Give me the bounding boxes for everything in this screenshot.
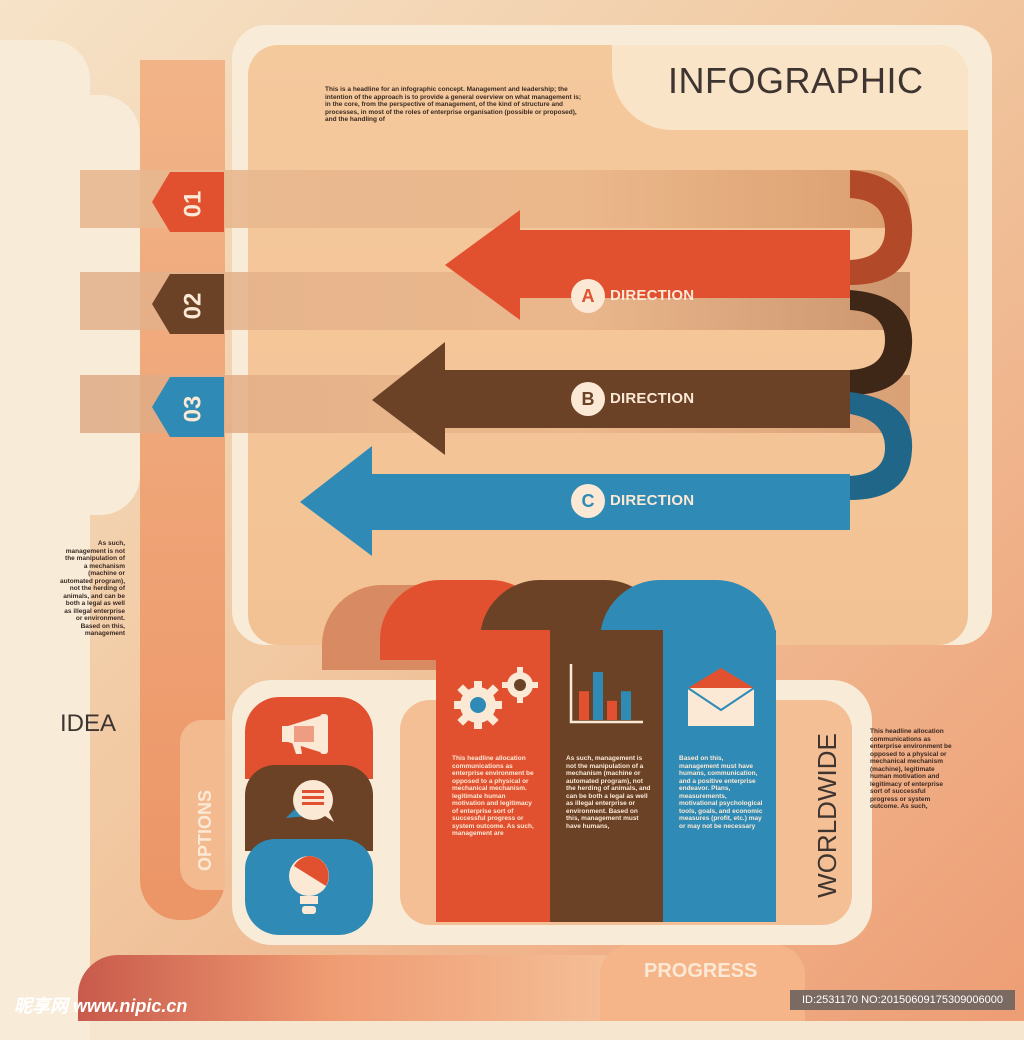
- chart-icon-bar: [621, 691, 631, 720]
- progress-tab: [600, 945, 805, 1021]
- direction-b-label: DIRECTION: [610, 390, 695, 407]
- gears-icon: [454, 667, 538, 729]
- megaphone-icon: [282, 714, 328, 754]
- step-number-01: 01: [179, 190, 207, 218]
- direction-c-label: DIRECTION: [610, 492, 695, 509]
- idea-title: IDEA: [60, 710, 117, 737]
- envelope-icon: [687, 668, 755, 726]
- direction-arrows: [300, 170, 913, 556]
- watermark-left: 昵享网 www.nipic.cn: [14, 996, 188, 1016]
- chart-icon-axis: [569, 664, 643, 724]
- arrow-b: [372, 342, 850, 455]
- header-tab: [612, 45, 968, 130]
- bottom-strip: [78, 955, 698, 1021]
- step-number-02: 02: [179, 292, 207, 320]
- options-label: OPTIONS: [195, 789, 216, 872]
- intro-text: This is a headline for an infographic co…: [325, 86, 582, 123]
- direction-b-letter: B: [581, 388, 595, 409]
- arrow-a-curl: [850, 170, 913, 285]
- step-number-03: 03: [179, 395, 207, 423]
- page-title: INFOGRAPHIC: [668, 60, 924, 101]
- progress-label: PROGRESS: [644, 960, 758, 982]
- arrow-c-curl: [850, 392, 913, 500]
- step-tag-02: [152, 274, 224, 334]
- column-1-text: This headline allocation communications …: [452, 755, 534, 837]
- step-tag-03: [152, 377, 224, 437]
- bar-chart-icon: [569, 664, 643, 724]
- watermark-right: ID:2531170 NO:20150609175309006000: [790, 990, 1015, 1010]
- step-tag-01: [152, 172, 224, 232]
- worldwide-label: WORLDWIDE: [811, 733, 842, 898]
- chart-icon-bar: [593, 672, 603, 720]
- arrow-b-curl: [850, 290, 913, 395]
- column-2: [550, 630, 663, 922]
- chart-icon-bar: [607, 700, 617, 720]
- left-cream-band: [0, 40, 90, 1040]
- options-tab: [180, 720, 225, 890]
- column-2-text: As such, management is not the manipulat…: [566, 755, 651, 830]
- direction-c-letter: C: [581, 490, 595, 511]
- chart-icon-bar: [579, 691, 589, 720]
- direction-b-badge: B: [571, 382, 605, 416]
- direction-a-letter: A: [581, 285, 595, 306]
- lightbulb-icon: [289, 856, 329, 914]
- direction-c-badge: C: [571, 484, 605, 518]
- direction-a-badge: A: [571, 279, 605, 313]
- arrow-a: [445, 210, 850, 320]
- direction-a-label: DIRECTION: [610, 287, 695, 304]
- chat-bubble-icon: [286, 780, 334, 822]
- idea-text: As such, management is not the manipulat…: [60, 540, 126, 637]
- worldwide-text: This headline allocation communications …: [870, 728, 952, 810]
- column-3-text: Based on this, management must have huma…: [679, 755, 763, 830]
